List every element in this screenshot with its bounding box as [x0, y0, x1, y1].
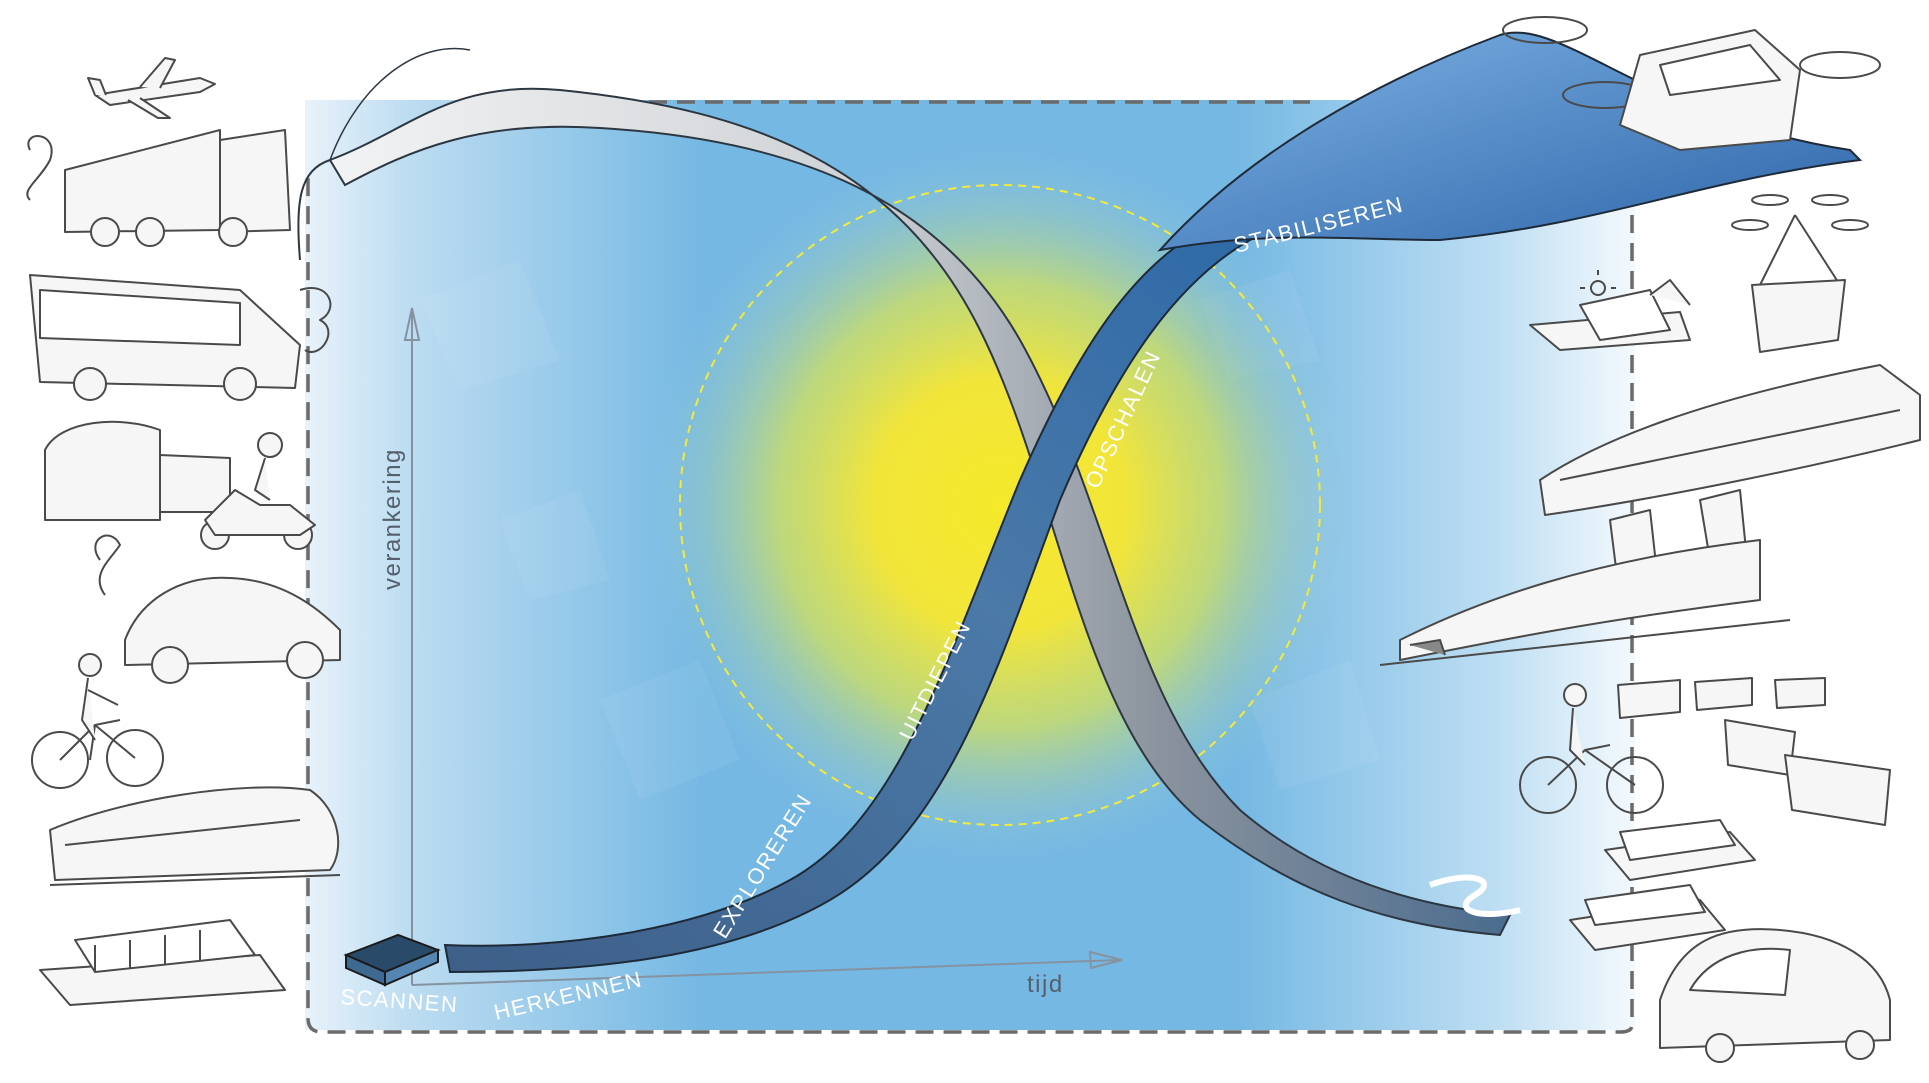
robot-car-icon	[1660, 929, 1890, 1062]
x-axis-label: tijd	[1027, 971, 1064, 998]
moped-icon	[45, 422, 315, 549]
cargo-drone-icon	[1732, 195, 1868, 352]
train-icon	[50, 787, 340, 885]
bus-icon	[30, 275, 330, 400]
old-regime-vehicles	[27, 58, 340, 1005]
airplane-icon	[88, 58, 215, 118]
truck-icon	[27, 130, 290, 246]
barge-icon	[40, 920, 285, 1005]
bicycle-icon	[32, 654, 163, 788]
car-icon	[95, 536, 340, 683]
autonomous-pod-icon	[1618, 678, 1890, 825]
y-axis-label: verankering	[379, 448, 406, 590]
